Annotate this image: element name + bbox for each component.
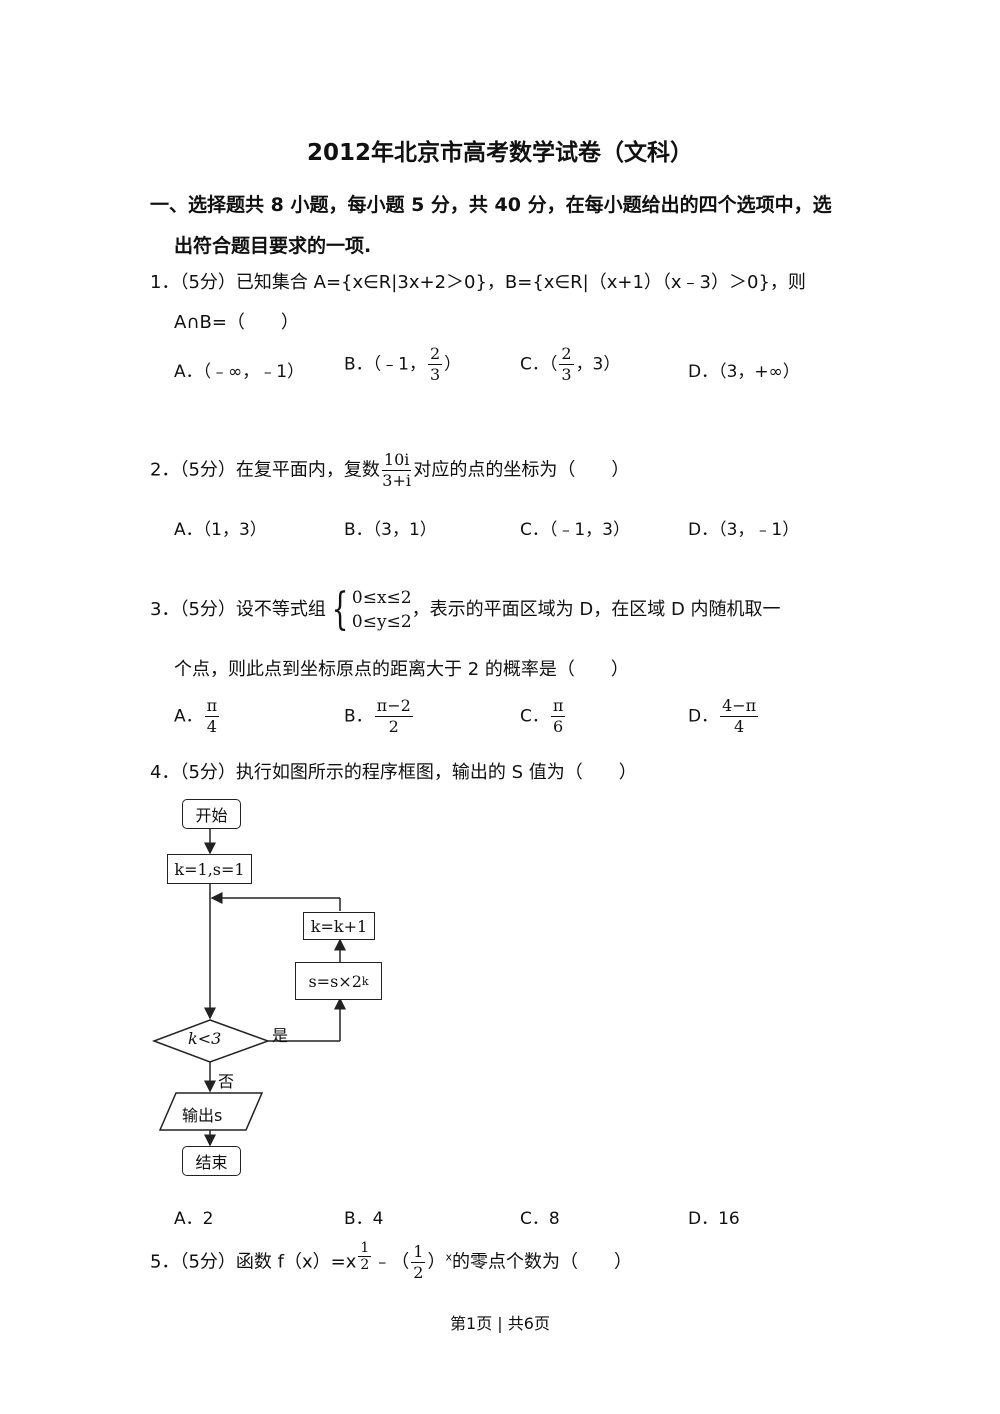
q2-option-b: B．（3，1）	[344, 520, 437, 540]
q4-option-b: B．4	[344, 1209, 384, 1229]
flowchart-increment-box: k=k+1	[303, 912, 375, 940]
q1-option-a: A．（﹣∞，﹣1）	[174, 362, 305, 382]
page-title: 2012年北京市高考数学试卷（文科）	[306, 140, 693, 166]
flowchart-end: 结束	[182, 1146, 241, 1176]
flowchart-condition: k<3	[188, 1029, 222, 1048]
q1-stem-line2: A∩B=（ ）	[174, 312, 299, 333]
flowchart-start: 开始	[182, 799, 241, 829]
q4-option-a: A．2	[174, 1209, 214, 1229]
q4-stem: 4．（5分）执行如图所示的程序框图，输出的 S 值为（ ）	[150, 762, 637, 783]
q4-option-c: C．8	[520, 1209, 560, 1229]
q3-stem-line2: 个点，则此点到坐标原点的距离大于 2 的概率是（ ）	[174, 659, 629, 680]
flowchart-yes-label: 是	[272, 1026, 289, 1045]
flowchart-output: 输出s	[182, 1106, 223, 1125]
section-heading-line2: 出符合题目要求的一项.	[174, 235, 372, 257]
q1-option-d: D．（3，+∞）	[688, 362, 800, 382]
q4-option-d: D．16	[688, 1209, 740, 1229]
flowchart-no-label: 否	[218, 1072, 235, 1091]
section-heading-line1: 一、选择题共 8 小题，每小题 5 分，共 40 分，在每小题给出的四个选项中，…	[150, 194, 832, 216]
page-footer: 第1页 | 共6页	[450, 1314, 550, 1333]
flowchart-init-box: k=1,s=1	[167, 854, 252, 884]
q1-stem-line1: 1．（5分）已知集合 A={x∈R|3x+2＞0}，B={x∈R|（x+1）（x…	[150, 272, 806, 293]
q2-option-d: D．（3，﹣1）	[688, 520, 800, 540]
q2-option-a: A．（1，3）	[174, 520, 267, 540]
q2-option-c: C．（﹣1，3）	[520, 520, 631, 540]
